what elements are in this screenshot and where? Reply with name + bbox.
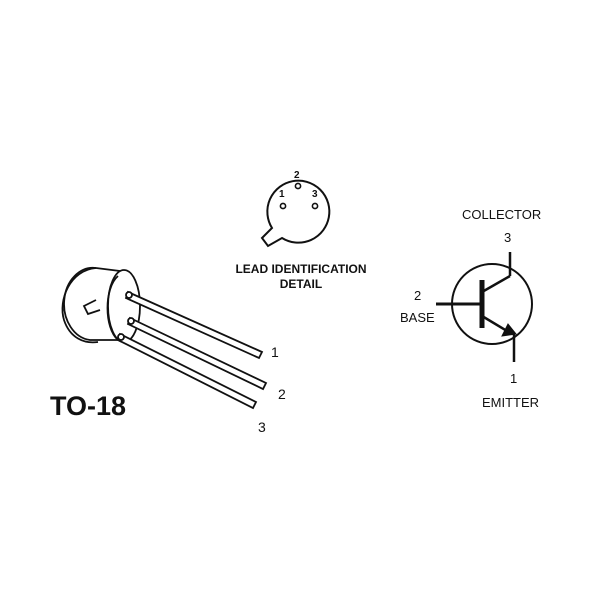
lead-hole-2 — [294, 182, 302, 190]
can-dome — [61, 267, 99, 344]
lead-detail-pin-1: 1 — [279, 189, 285, 200]
emitter-arrow — [501, 323, 517, 337]
to18-package — [61, 266, 141, 344]
npn-symbol — [436, 252, 533, 362]
lead-hole-3 — [311, 202, 319, 210]
lead-detail-caption: LEAD IDENTIFICATION DETAIL — [218, 263, 384, 290]
lead-detail-caption-line2: DETAIL — [279, 277, 323, 291]
collector-pin-number: 3 — [504, 230, 512, 245]
to18-leads — [116, 290, 268, 410]
lead-detail-outline — [260, 179, 331, 248]
base-pin-number: 2 — [414, 288, 422, 303]
lead-detail-caption-line1: LEAD IDENTIFICATION — [235, 262, 367, 276]
package-lead-number-2: 2 — [278, 386, 286, 402]
package-lead-number-1: 1 — [271, 344, 279, 360]
lead-detail-pin-3: 3 — [312, 189, 318, 200]
collector-line — [481, 274, 511, 294]
lead-detail-pin-2: 2 — [294, 170, 300, 181]
lead-detail-view — [260, 179, 331, 248]
lead-1-stub — [125, 291, 133, 299]
collector-label: COLLECTOR — [462, 207, 542, 222]
lead-2-stub — [127, 317, 135, 325]
lead-hole-1 — [279, 202, 287, 210]
lead-3-stub — [117, 333, 125, 341]
can-flange-ring — [106, 275, 119, 341]
emitter-label: EMITTER — [482, 395, 540, 410]
package-lead-number-3: 3 — [258, 419, 266, 435]
can-tab — [82, 299, 101, 316]
emitter-pin-number: 1 — [510, 371, 518, 386]
base-label: BASE — [400, 310, 435, 325]
package-name: TO-18 — [50, 391, 127, 421]
